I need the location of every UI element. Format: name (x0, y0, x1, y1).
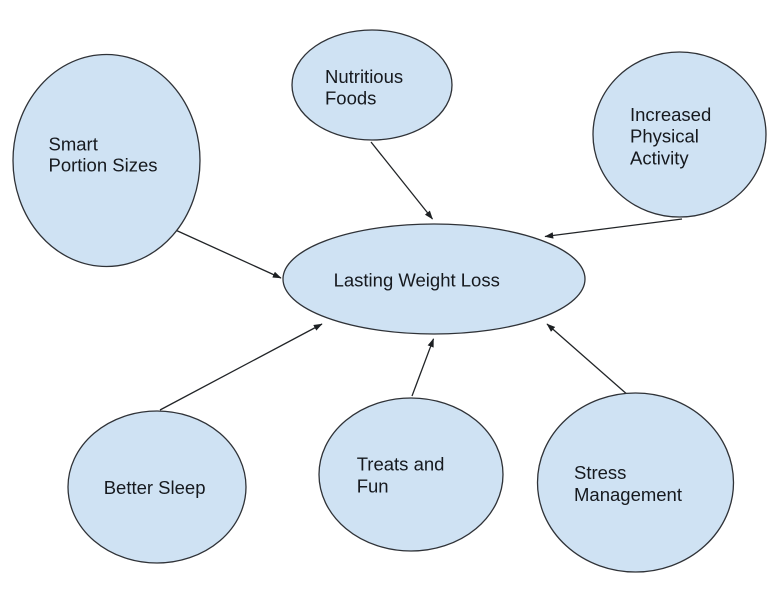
svg-text:Stress: Stress (574, 462, 626, 483)
svg-text:Better Sleep: Better Sleep (104, 477, 206, 498)
svg-text:Increased: Increased (630, 104, 711, 125)
svg-text:Physical: Physical (630, 126, 699, 147)
svg-text:Foods: Foods (325, 88, 376, 109)
svg-text:Nutritious: Nutritious (325, 66, 403, 87)
svg-text:Treats and: Treats and (357, 454, 445, 475)
svg-text:Lasting Weight Loss: Lasting Weight Loss (334, 270, 500, 291)
svg-text:Portion Sizes: Portion Sizes (49, 155, 158, 176)
svg-text:Fun: Fun (357, 475, 389, 496)
svg-text:Management: Management (574, 484, 682, 505)
svg-text:Smart: Smart (49, 133, 98, 154)
svg-text:Activity: Activity (630, 147, 689, 168)
